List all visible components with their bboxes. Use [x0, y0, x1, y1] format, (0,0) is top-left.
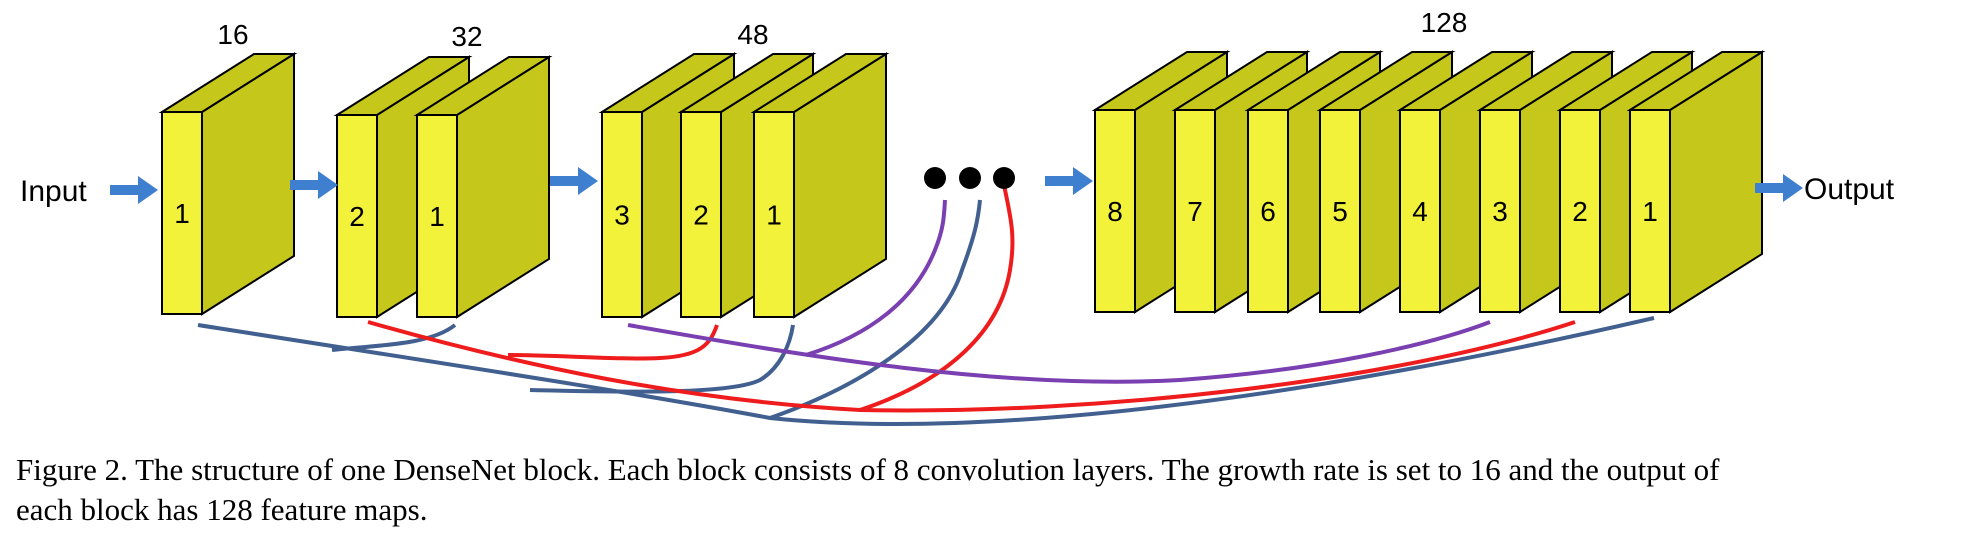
link-purple-1	[627, 320, 1491, 384]
group3-channel-label: 48	[737, 19, 768, 50]
layer-front-face	[1629, 109, 1671, 313]
arrow-dots-to-group4	[1045, 167, 1093, 195]
layer-front-face	[1174, 109, 1216, 313]
dot-3	[993, 167, 1015, 189]
layer-front-face	[1399, 109, 1441, 313]
ellipsis-dots	[924, 167, 1015, 189]
link-red-1	[367, 320, 1576, 413]
layer-index-label: 1	[1642, 196, 1658, 227]
layer-front-face	[1319, 109, 1361, 313]
layer-front-face	[680, 111, 722, 318]
group3-layer-1: 1	[750, 52, 890, 319]
connection-curves	[197, 184, 1655, 426]
input-arrow	[110, 176, 158, 204]
layer-index-label: 2	[693, 200, 709, 231]
arrow-group1-to-group2	[290, 171, 338, 199]
link-blue-2	[331, 323, 457, 352]
layer-index-label: 2	[1572, 196, 1588, 227]
layer-index-label: 2	[349, 201, 365, 232]
dot-1	[924, 167, 946, 189]
layer-index-label: 5	[1332, 196, 1348, 227]
caption-line-2: each block has 128 feature maps.	[16, 492, 428, 527]
arrows	[110, 167, 1803, 204]
layer-index-label: 1	[429, 201, 445, 232]
layer-front-face	[601, 111, 643, 318]
arrow-group2-to-group3	[550, 167, 598, 195]
layer-front-face	[1247, 109, 1289, 313]
link-red-3	[859, 184, 1015, 412]
layer-front-face	[336, 114, 378, 318]
group1-channel-label: 16	[217, 19, 248, 50]
group2-layer-1: 1	[413, 55, 553, 319]
layer-index-label: 4	[1412, 196, 1428, 227]
layer-index-label: 1	[174, 198, 190, 229]
group4-channel-label: 128	[1421, 7, 1468, 38]
layer-front-face	[161, 111, 203, 315]
layer-front-face	[1094, 109, 1136, 313]
figure-caption: Figure 2. The structure of one DenseNet …	[16, 450, 1946, 530]
layer-index-label: 1	[766, 200, 782, 231]
layer-front-face	[753, 111, 795, 318]
output-label: Output	[1804, 173, 1895, 206]
layer-index-label: 3	[614, 200, 630, 231]
group4-layer-1: 1	[1626, 50, 1766, 314]
link-blue-1	[197, 316, 1655, 426]
dot-2	[959, 167, 981, 189]
layer-groups: 1 2 1 3 2 1 8 7 6 5 4 3 2 1	[158, 50, 1766, 319]
caption-line-1: Figure 2. The structure of one DenseNet …	[16, 452, 1720, 487]
layer-front-face	[1559, 109, 1601, 313]
layer-index-label: 7	[1187, 196, 1203, 227]
group2-channel-label: 32	[451, 21, 482, 52]
link-purple-2	[805, 199, 947, 357]
layer-index-label: 3	[1492, 196, 1508, 227]
output-arrow	[1755, 174, 1803, 202]
layer-index-label: 6	[1260, 196, 1276, 227]
layer-front-face	[416, 114, 458, 318]
layer-front-face	[1479, 109, 1521, 313]
link-red-2	[507, 324, 719, 361]
group1-layer-1: 1	[158, 52, 298, 316]
input-label: Input	[20, 175, 87, 208]
layer-index-label: 8	[1107, 196, 1123, 227]
link-blue-4	[769, 199, 982, 420]
